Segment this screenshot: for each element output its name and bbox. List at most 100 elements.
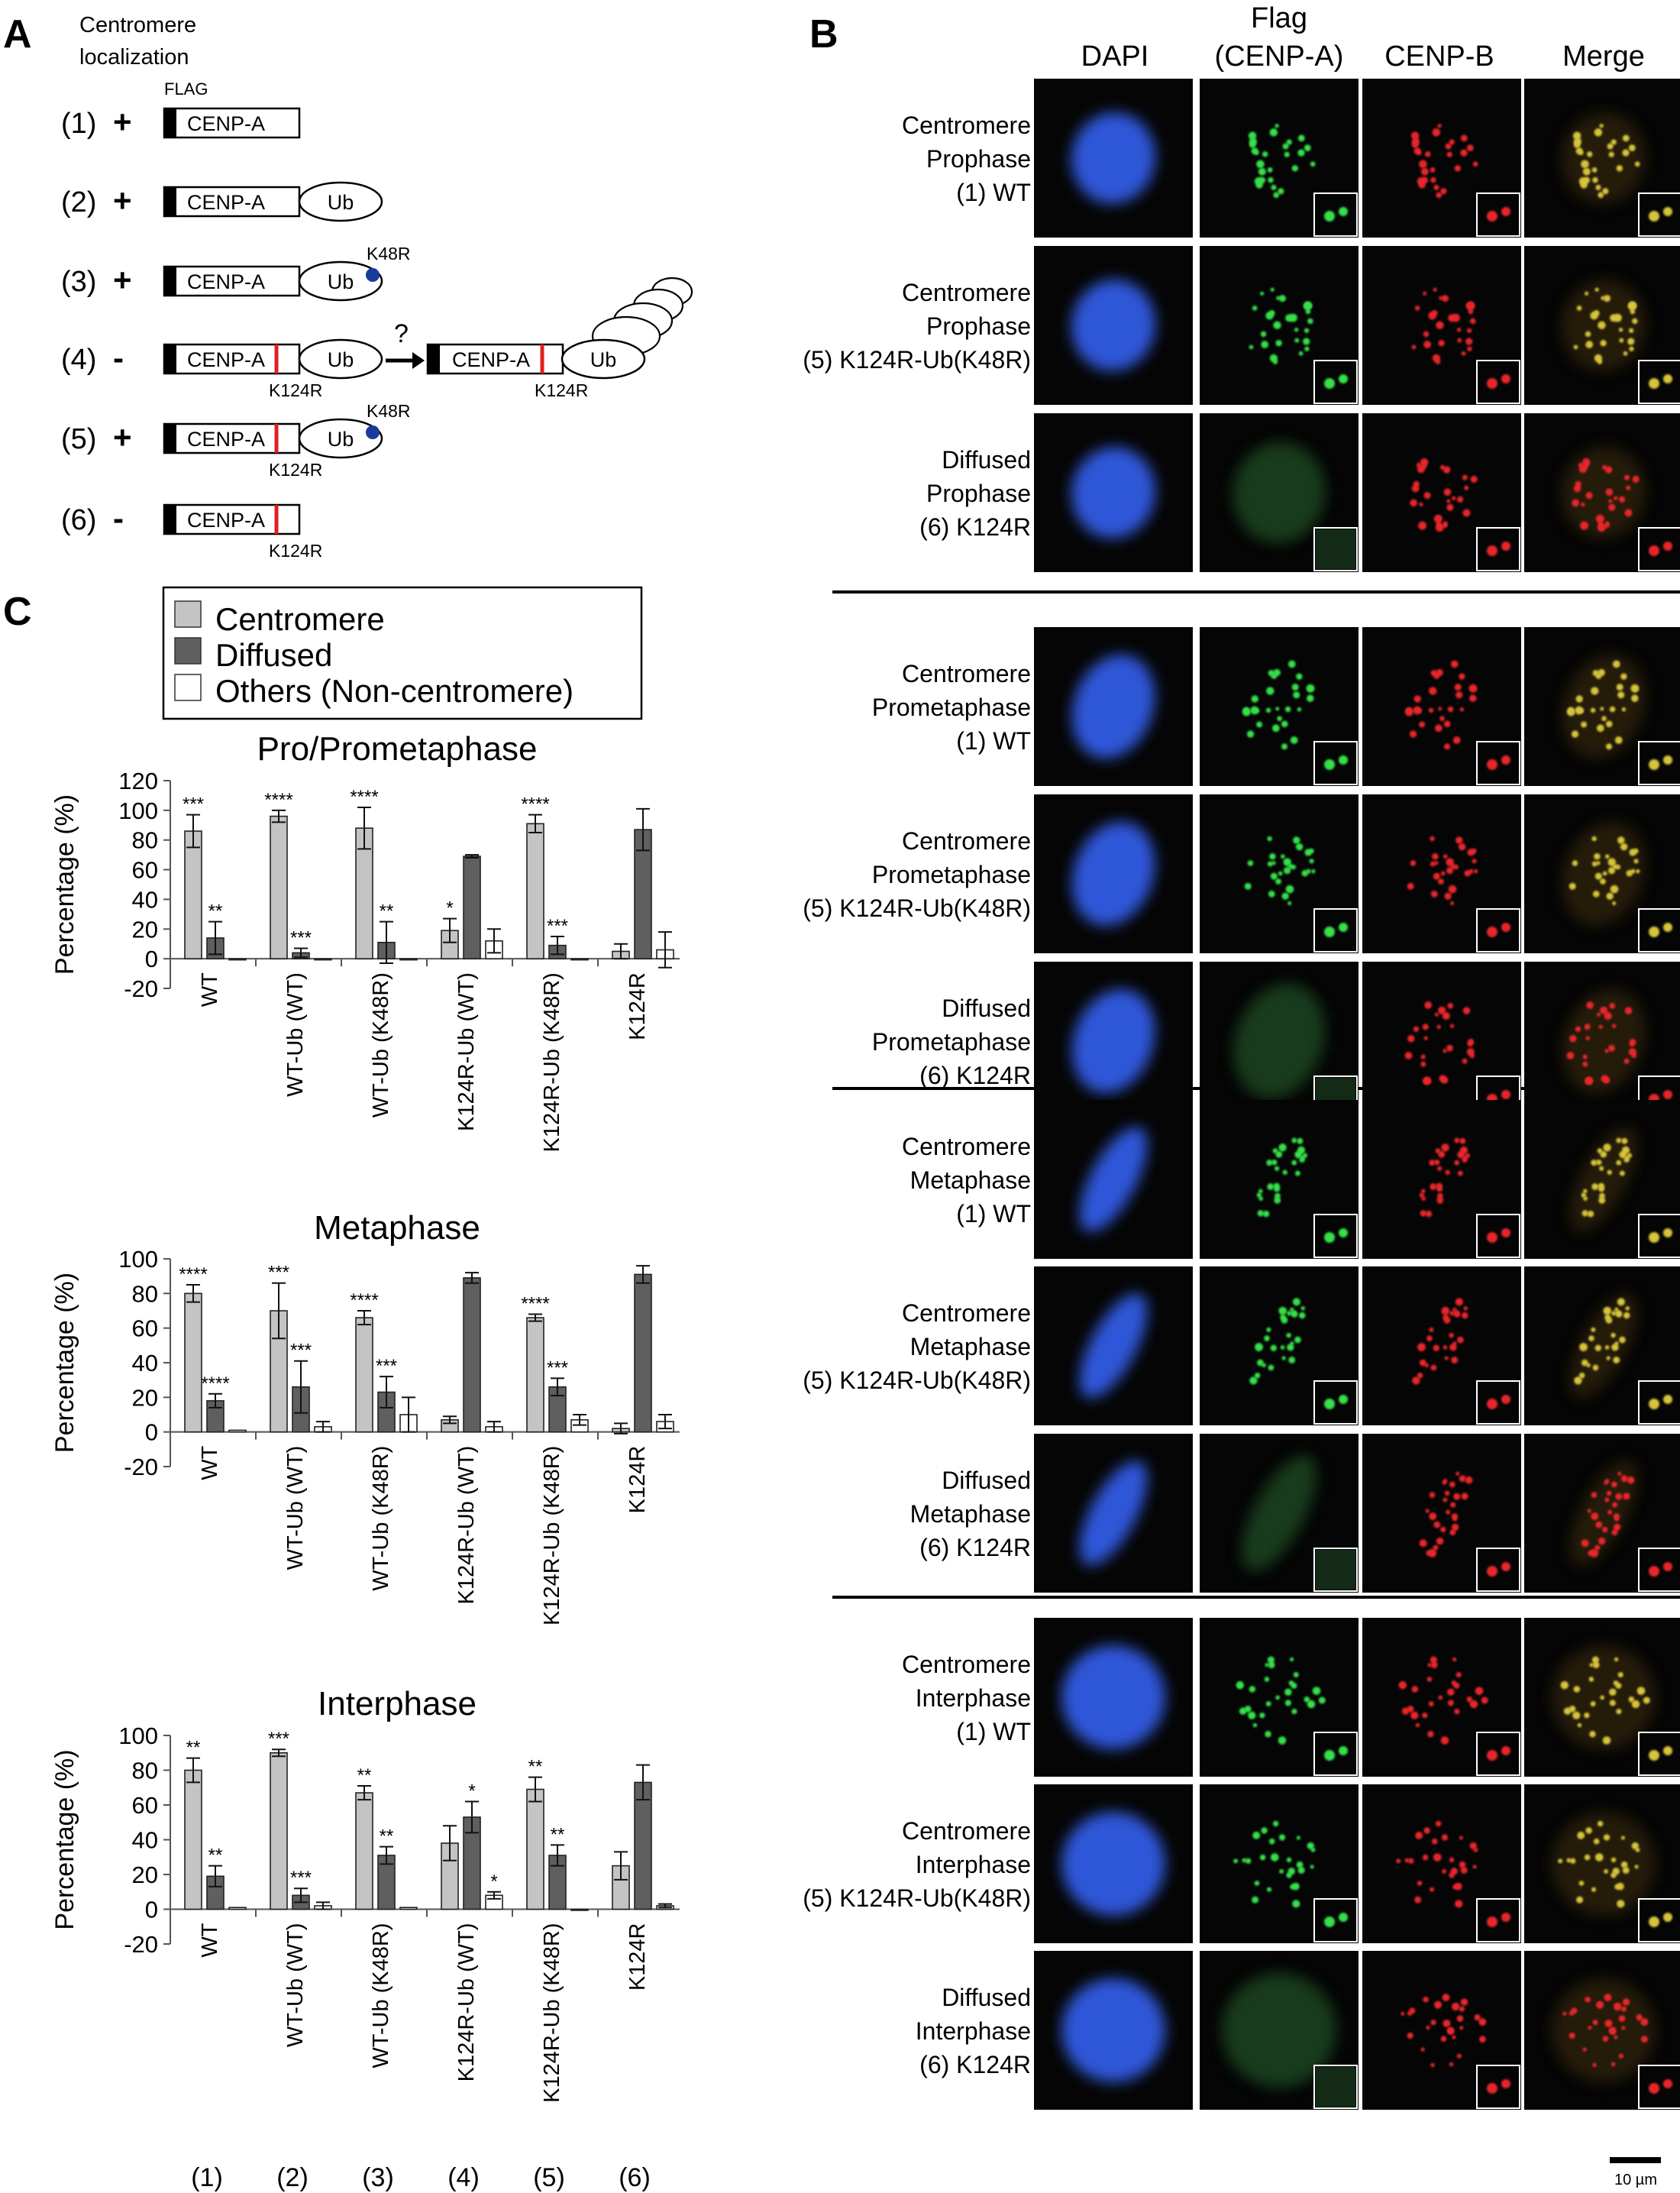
spot [1292,1298,1300,1306]
centromere-spots [1419,1471,1473,1557]
y-tick-label: 0 [145,1897,158,1923]
spot [1419,1192,1425,1198]
spot [1265,707,1271,713]
zoom-inset [1476,527,1520,571]
spot [1613,1523,1621,1532]
spot [1450,901,1455,906]
spot [1614,1516,1620,1522]
spot [1448,885,1457,894]
spot [1281,892,1289,900]
spot [1585,291,1589,296]
spot [1470,318,1476,325]
spot [1446,503,1454,511]
micrograph-dapi [1034,1951,1193,2110]
spot [1443,720,1451,728]
zoom-inset [1476,2065,1520,2109]
spot [1296,673,1303,680]
bar-others [570,1908,589,1911]
x-category-label: K124R-Ub (K48R) [540,972,564,1152]
spot [1452,1307,1457,1312]
spot [1244,1705,1252,1713]
centromere-spots [1248,124,1316,199]
spot [1444,1356,1449,1360]
dapi-nucleus-stain [1079,1293,1148,1399]
spot [1612,1868,1620,1875]
spot [1602,2036,1609,2043]
panel-letter-c: C [3,590,32,634]
construct-index: (4) [61,344,96,376]
spot [1401,2011,1405,2016]
x-category-label: K124R-Ub (K48R) [540,1446,564,1625]
spot [1599,1192,1605,1199]
x-category-label: K124R-Ub (WT) [454,1446,479,1605]
flag-tag [164,505,176,534]
spot [1436,321,1444,329]
spot [1454,165,1461,172]
micrograph-merge [1524,1951,1680,2110]
spot [1608,499,1613,503]
zoom-inset [1638,908,1680,953]
spot [1630,694,1639,702]
spot [1447,1002,1454,1009]
micrograph-cenpb [1362,413,1521,572]
inset-spot [1324,211,1335,222]
row-label-construct: (5) K124R-Ub(K48R) [803,346,1031,374]
spot [1410,1711,1419,1719]
inset-spot [1339,207,1348,216]
inset-spot [1339,755,1348,765]
legend-label-others: Others (Non-centromere) [215,673,573,709]
bar-centromere [184,1292,202,1433]
spot [1277,716,1282,722]
spot [1631,1842,1639,1850]
inset-spot [1663,1562,1672,1571]
spot [1457,1336,1464,1344]
inset-spot [1487,378,1497,389]
dapi-nucleus-stain [1079,1127,1148,1232]
spot [1462,474,1468,480]
spot [1454,1708,1460,1715]
spot [1282,143,1289,150]
spot [1308,848,1314,854]
inset-spot [1501,1562,1510,1571]
spot [1453,1682,1460,1689]
y-tick-label: 20 [132,1384,158,1411]
spot [1607,1169,1612,1176]
centromere-spots [1404,1001,1475,1085]
inset-spot [1487,1916,1497,1927]
spot [1449,139,1455,145]
row-label-construct: (6) K124R [919,1534,1031,1561]
y-tick-label: -20 [124,1454,158,1480]
spot [1417,708,1423,713]
significance-stars: **** [264,790,292,810]
centromere-spots [1249,287,1313,364]
spot [1441,1306,1450,1315]
bar-centromere [526,1317,544,1433]
ubiquitin-domain [298,338,383,380]
spot [1427,1731,1434,1738]
centromere-spots [1410,124,1478,199]
inset-spot [1649,378,1659,389]
row-label-localization: Centromere [902,1133,1031,1160]
micrograph-cenpb [1362,246,1521,405]
spot [1633,848,1639,854]
ubiquitin-label: Ub [328,348,354,371]
spot [1283,858,1291,866]
x-category-label: WT-Ub (WT) [283,1923,308,2048]
zoom-inset [1313,1380,1358,1425]
spot [1577,1722,1582,1728]
centromere-spots [1249,1298,1306,1385]
spot [1444,1490,1450,1496]
spot [1618,496,1626,503]
inset-spot [1649,759,1659,770]
spot [1245,1858,1252,1864]
centromere-spots [1398,1656,1488,1745]
spot [1604,522,1610,529]
y-tick-label: 100 [118,797,158,824]
spot [1439,296,1443,300]
centromere-spots [1404,660,1478,750]
spot [1260,291,1265,296]
